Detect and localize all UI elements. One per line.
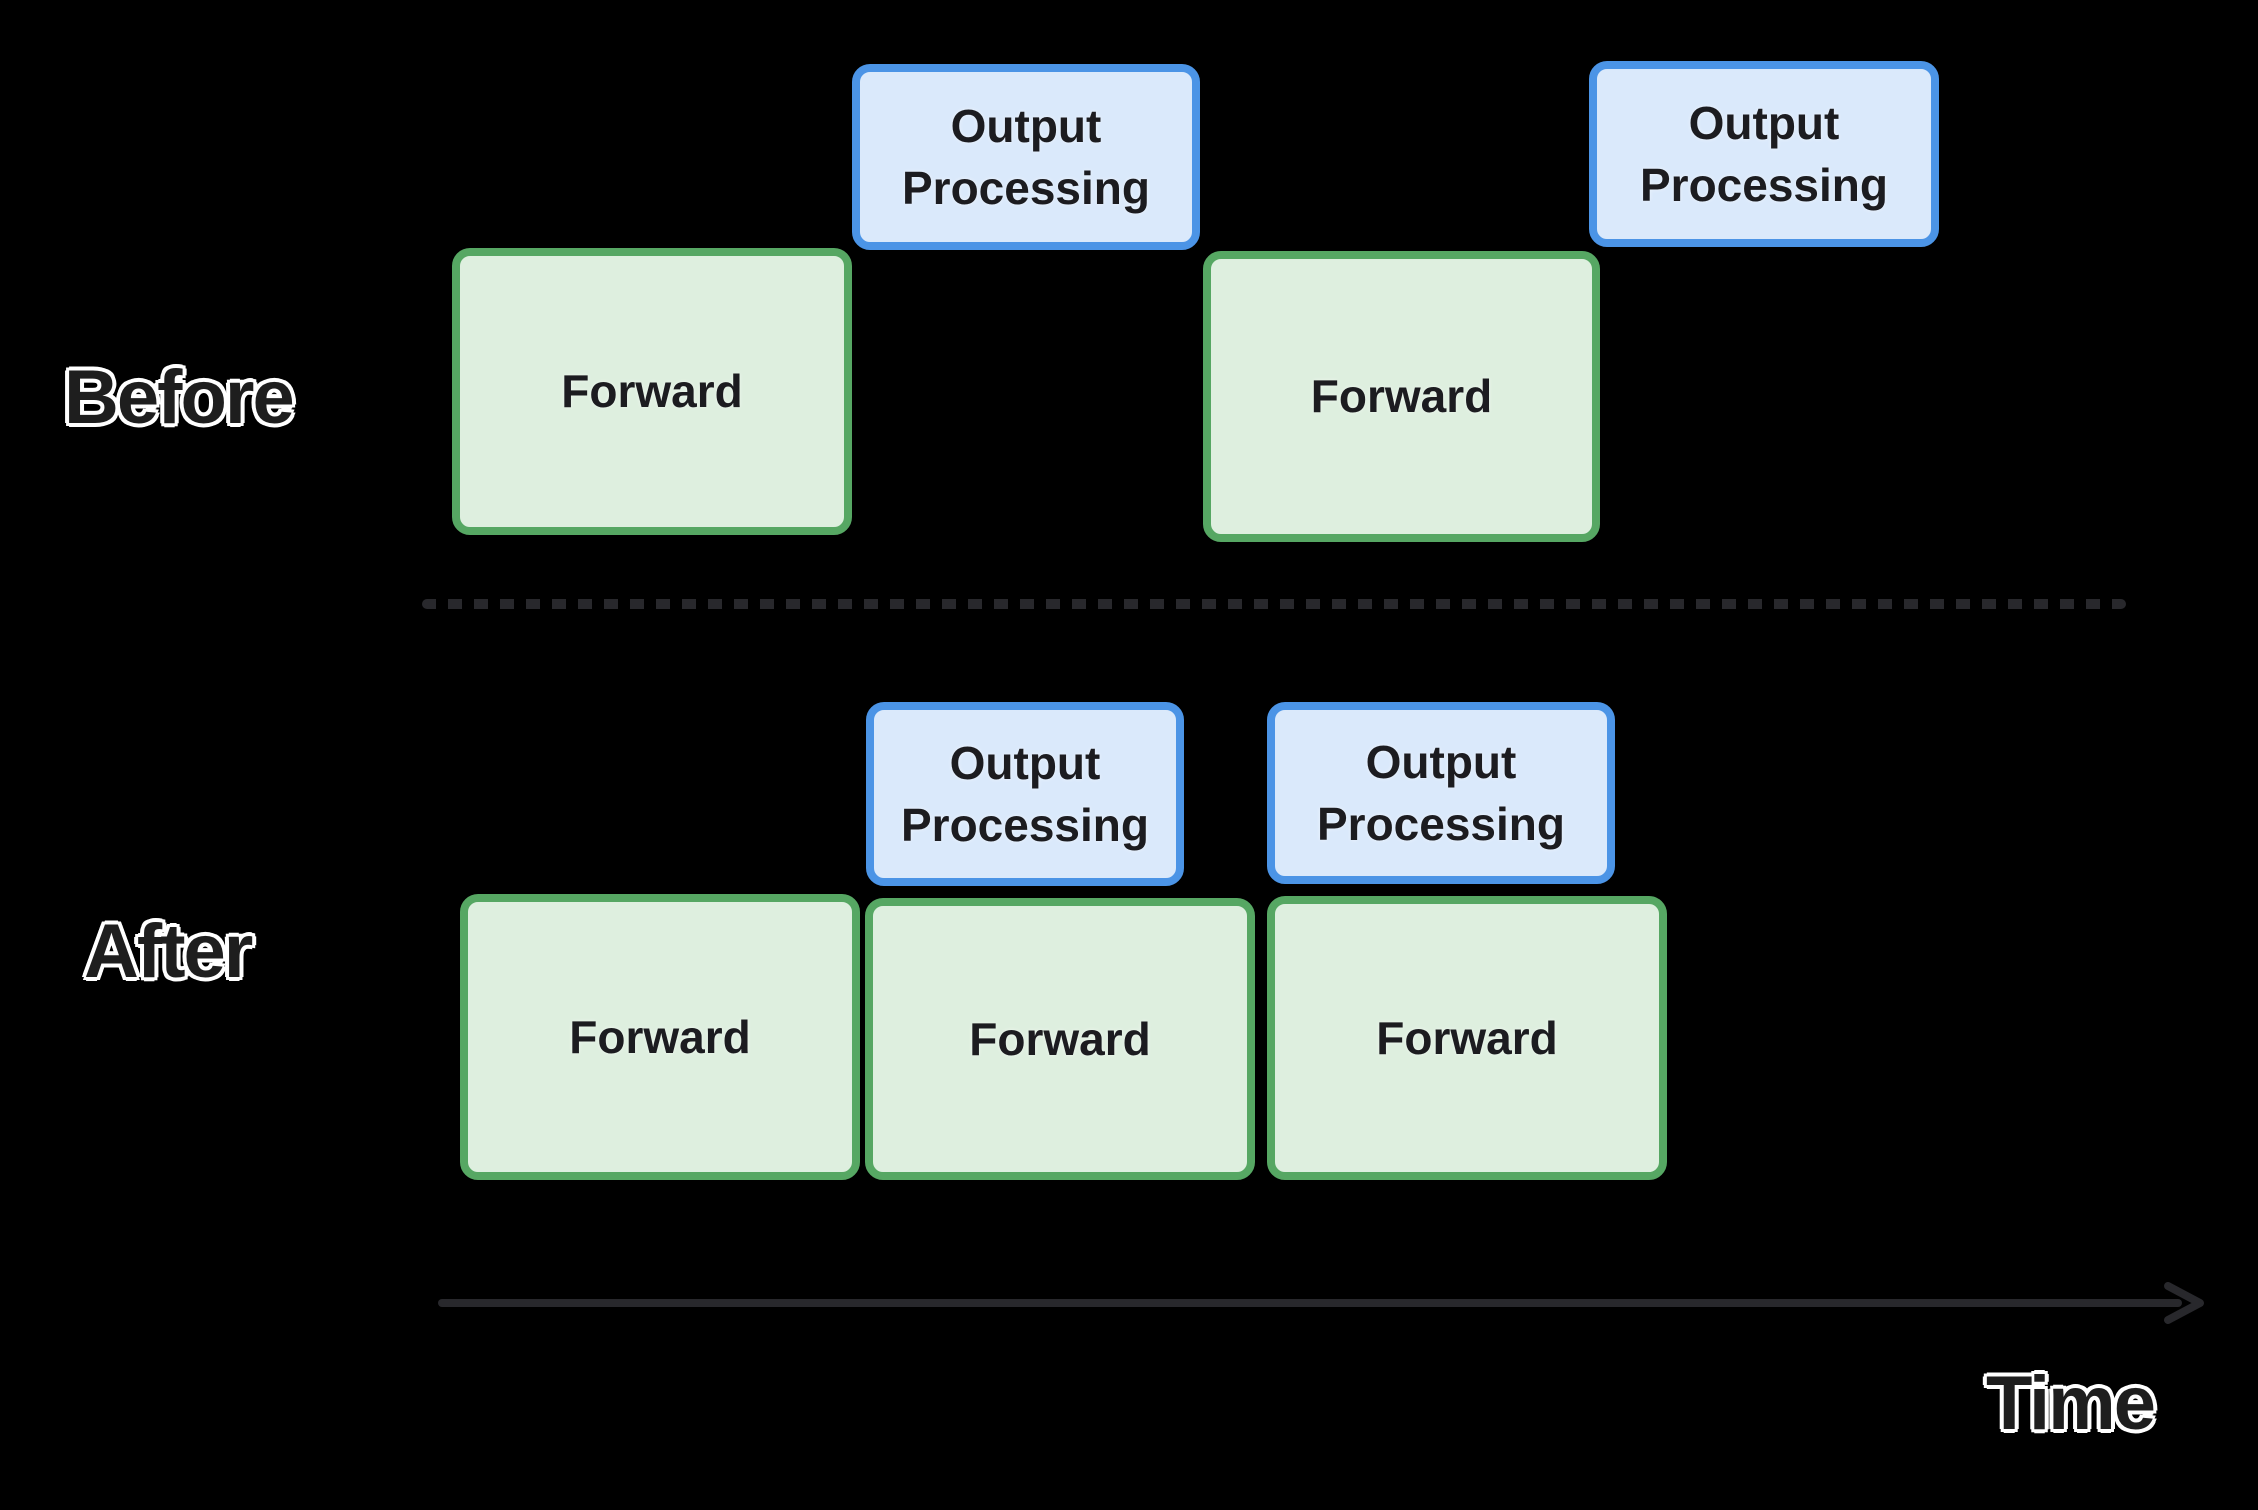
before-forward-1-box: Forward xyxy=(452,248,852,535)
before-output-processing-1-box: Output Processing xyxy=(852,64,1200,250)
after-output-processing-1-box: Output Processing xyxy=(866,702,1184,886)
after-forward-1-box: Forward xyxy=(460,894,860,1180)
before-forward-1-label: Forward xyxy=(561,365,743,418)
after-output-processing-2-box: Output Processing xyxy=(1267,702,1615,884)
before-section-label: Before xyxy=(64,355,295,440)
before-output-processing-2-box: Output Processing xyxy=(1589,61,1939,247)
after-output-processing-2-label: Output Processing xyxy=(1317,735,1565,850)
after-output-processing-1-label: Output Processing xyxy=(901,736,1149,851)
after-forward-3-label: Forward xyxy=(1376,1011,1558,1064)
after-forward-1-label: Forward xyxy=(569,1010,751,1063)
time-axis-label: Time xyxy=(1986,1361,2156,1446)
time-axis-arrow xyxy=(438,1282,2204,1324)
time-axis-arrowhead-icon xyxy=(2164,1282,2204,1324)
before-output-processing-1-label: Output Processing xyxy=(902,99,1150,214)
before-output-processing-2-label: Output Processing xyxy=(1640,96,1888,211)
before-forward-2-box: Forward xyxy=(1203,251,1600,542)
after-forward-3-box: Forward xyxy=(1267,896,1667,1180)
after-forward-2-box: Forward xyxy=(865,898,1255,1180)
after-forward-2-label: Forward xyxy=(969,1012,1151,1065)
before-after-divider-dashed-line xyxy=(422,599,2126,609)
after-section-label: After xyxy=(84,909,253,994)
before-forward-2-label: Forward xyxy=(1310,370,1493,423)
